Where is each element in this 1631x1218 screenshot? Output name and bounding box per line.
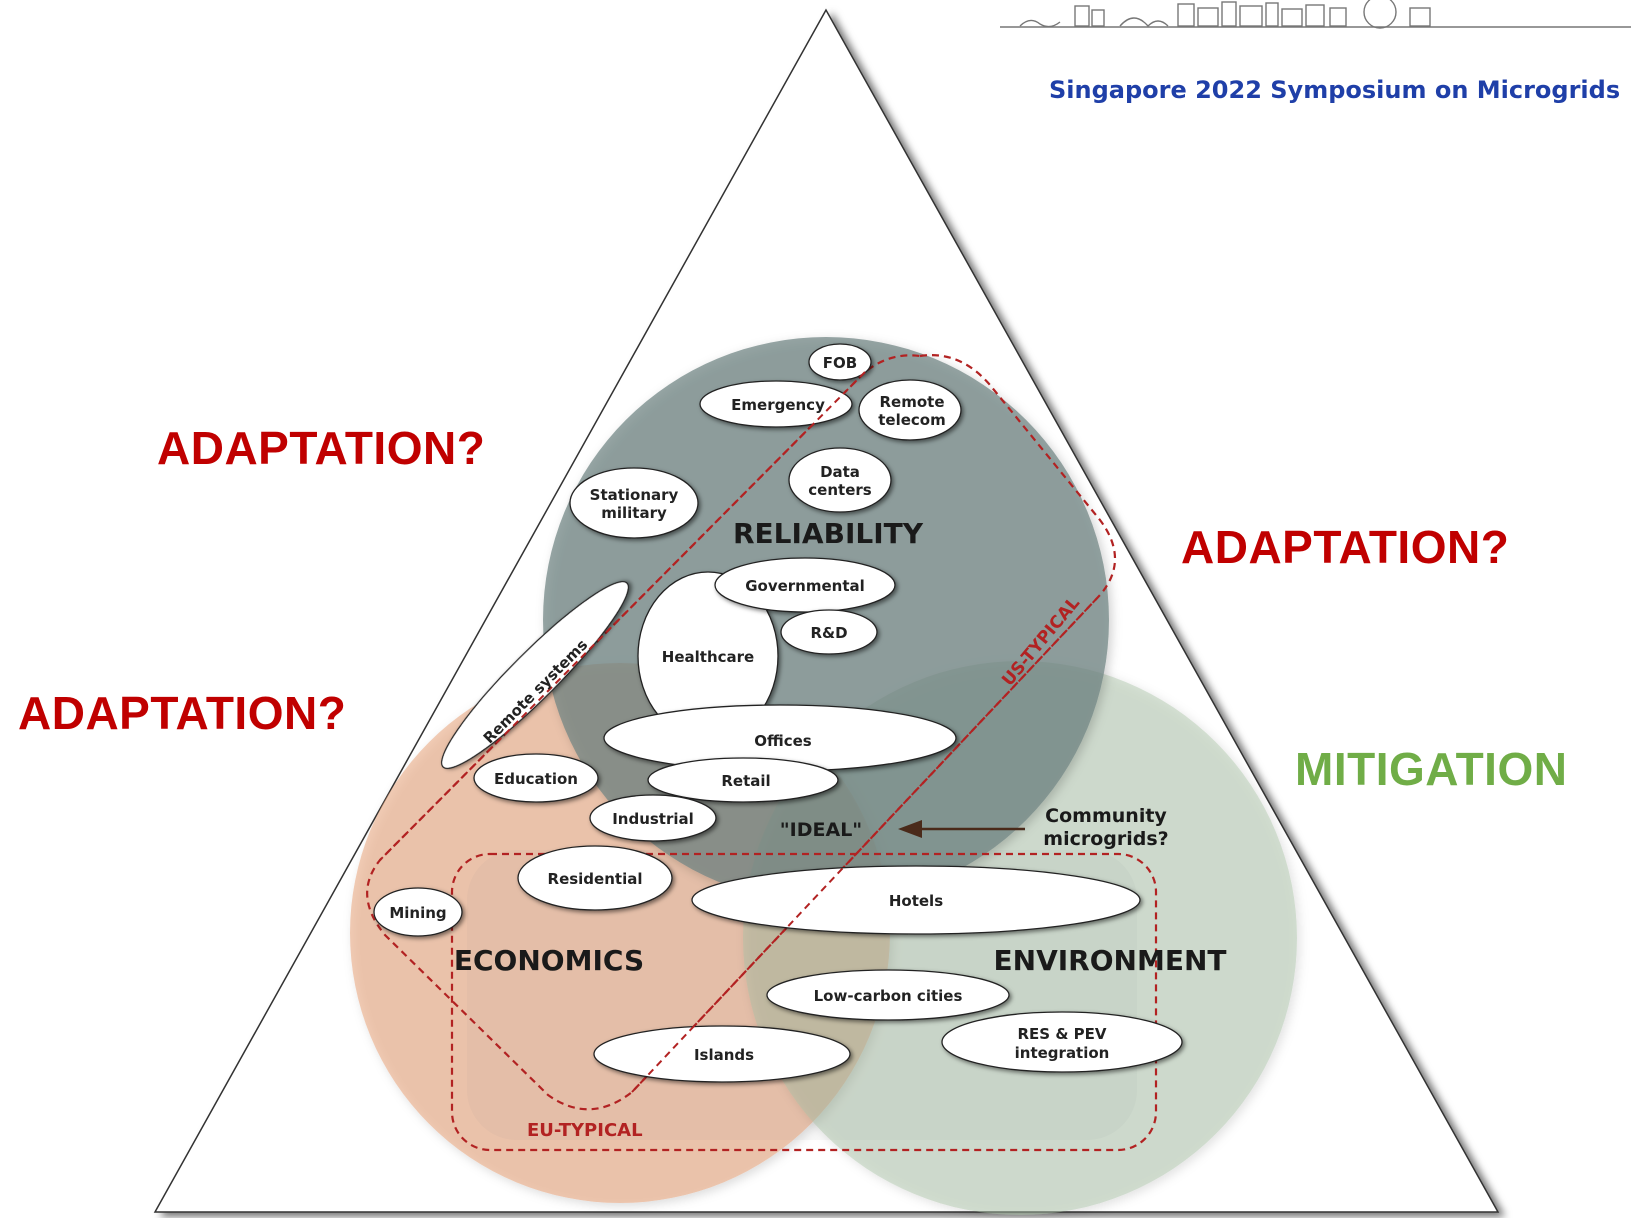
residential-label: Residential <box>548 870 643 888</box>
fob-ellipse <box>808 343 872 381</box>
remote-systems-ellipse <box>440 580 630 770</box>
education-ellipse <box>473 753 599 803</box>
adaptation-label-mid-left: ADAPTATION? <box>18 687 347 739</box>
remote-telecom-label-2: telecom <box>878 411 946 429</box>
res-pev-label-2: integration <box>1015 1044 1110 1062</box>
remote-telecom-ellipse <box>858 379 962 441</box>
stationary-military-label-1: Stationary <box>590 486 679 504</box>
data-centers-label-2: centers <box>808 481 871 499</box>
residential-ellipse <box>517 845 673 911</box>
governmental-label: Governmental <box>745 577 865 595</box>
offices-label: Offices <box>754 732 812 750</box>
islands-ellipse <box>593 1025 851 1083</box>
ideal-label: "IDEAL" <box>780 819 862 841</box>
community-callout-line2: microgrids? <box>1043 828 1168 850</box>
environment-title: ENVIRONMENT <box>994 944 1227 977</box>
adaptation-label-top-left: ADAPTATION? <box>157 422 486 474</box>
emergency-label: Emergency <box>731 396 825 414</box>
data-centers-label-1: Data <box>820 463 860 481</box>
islands-label: Islands <box>694 1046 754 1064</box>
economics-title: ECONOMICS <box>454 944 644 977</box>
ideal-arrow-head <box>898 820 922 838</box>
retail-ellipse <box>647 757 839 803</box>
us-typical-dashed-overlay <box>379 371 1101 1093</box>
remote-telecom-label-1: Remote <box>879 393 944 411</box>
healthcare-label: Healthcare <box>662 648 754 666</box>
low-carbon-cities-ellipse <box>766 969 1010 1021</box>
skyline-banner-graphic <box>1000 0 1631 34</box>
governmental-ellipse <box>714 557 896 613</box>
hotels-ellipse <box>691 865 1141 935</box>
industrial-label: Industrial <box>612 810 694 828</box>
retail-label: Retail <box>721 772 770 790</box>
mitigation-label: MITIGATION <box>1295 743 1568 795</box>
industrial-ellipse <box>589 794 717 842</box>
fob-label: FOB <box>823 354 857 372</box>
res-pev-label-1: RES & PEV <box>1018 1025 1107 1043</box>
rd-ellipse <box>780 609 878 655</box>
stationary-military-label-2: military <box>601 504 667 522</box>
adaptation-label-right: ADAPTATION? <box>1181 521 1510 573</box>
stationary-military-ellipse <box>569 467 699 539</box>
education-label: Education <box>494 770 578 788</box>
res-pev-ellipse <box>941 1011 1183 1073</box>
eu-typical-dashed-region <box>450 852 1158 1152</box>
community-callout-line1: Community <box>1045 805 1167 827</box>
emergency-ellipse <box>699 380 853 428</box>
mining-ellipse <box>373 887 463 937</box>
reliability-title: RELIABILITY <box>733 517 924 550</box>
banner-title: Singapore 2022 Symposium on Microgrids <box>1049 76 1621 104</box>
us-typical-dashed-region <box>366 354 1117 1111</box>
rd-label: R&D <box>810 624 847 642</box>
low-carbon-cities-label: Low-carbon cities <box>814 987 963 1005</box>
eu-typical-label: EU-TYPICAL <box>527 1120 643 1141</box>
data-centers-ellipse <box>788 447 892 513</box>
mining-label: Mining <box>389 904 446 922</box>
hotels-label: Hotels <box>889 892 943 910</box>
